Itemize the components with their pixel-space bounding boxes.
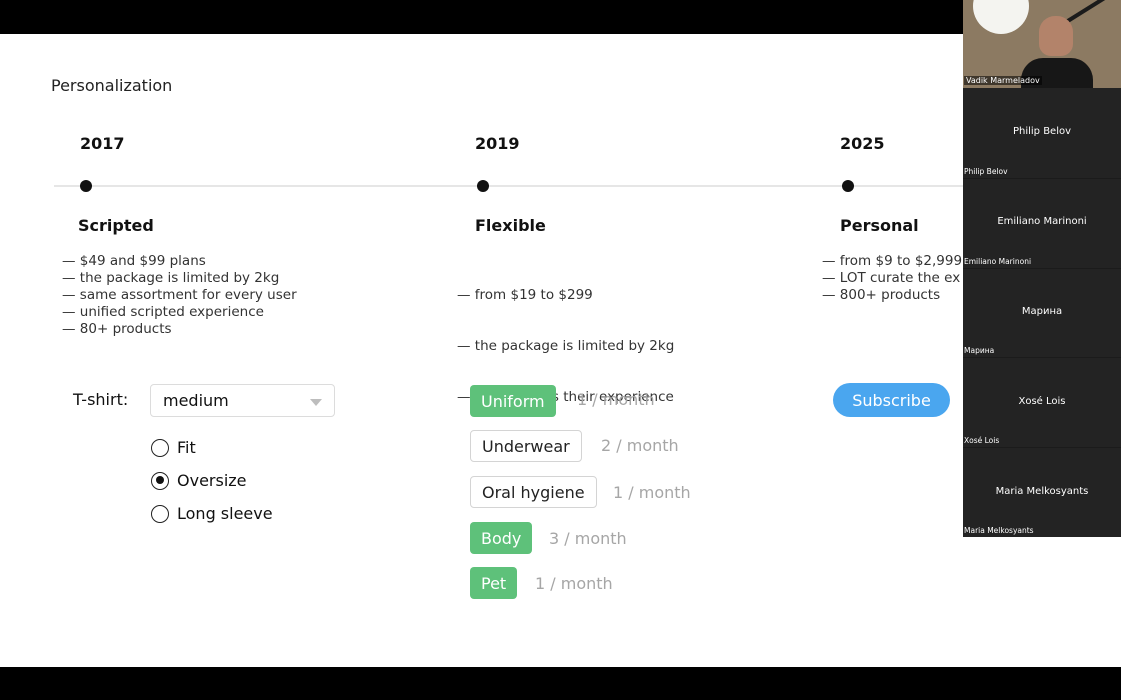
participant-label: Emiliano Marinoni [964, 257, 1032, 266]
radio-circle-icon [151, 438, 169, 457]
participant-label: Maria Melkosyants [964, 526, 1034, 535]
tshirt-label: T-shirt: [73, 390, 129, 409]
participant-name: Xosé Lois [1018, 396, 1066, 407]
frequency-label: 1 / month [613, 483, 691, 502]
participants-panel: Vadik Marmeladov Philip Belov Philip Bel… [963, 0, 1121, 537]
frequency-label: 1 / month [577, 390, 655, 409]
list-item: — $49 and $99 plans [62, 253, 206, 269]
select-value: medium [163, 391, 229, 410]
participant-label: Марина [964, 346, 995, 355]
participant-name: Emiliano Marinoni [997, 216, 1087, 227]
list-item: — from $19 to $299 [457, 287, 593, 303]
year-2025: 2025 [840, 134, 885, 153]
participant-video[interactable]: Vadik Marmeladov [963, 0, 1121, 88]
chevron-down-icon [310, 399, 322, 406]
timeline-line [54, 185, 963, 187]
category-underwear-tag[interactable]: Underwear [470, 430, 582, 462]
speaker-head-shape [1039, 16, 1073, 56]
category-body-tag[interactable]: Body [470, 522, 533, 554]
list-item: — unified scripted experience [62, 304, 264, 320]
timeline-dot [477, 180, 489, 192]
radio-oversize[interactable]: Oversize [151, 471, 247, 490]
stage-personal: Personal [840, 216, 919, 235]
participant-name: Philip Belov [1012, 126, 1072, 137]
radio-long-sleeve[interactable]: Long sleeve [151, 504, 273, 523]
personal-features: — from $9 to $2,999 — LOT curate the ex … [822, 253, 962, 304]
list-item: — LOT curate the ex [822, 270, 961, 286]
lamp-shape [973, 0, 1029, 34]
stage-flexible: Flexible [475, 216, 546, 235]
category-oral-hygiene-tag[interactable]: Oral hygiene [470, 476, 597, 508]
slide-title: Personalization [51, 76, 173, 95]
list-item: — the package is limited by 2kg [457, 338, 675, 354]
radio-label: Long sleeve [177, 504, 273, 523]
scripted-features: — $49 and $99 plans — the package is lim… [62, 253, 297, 338]
list-item: — same assortment for every user [62, 287, 297, 303]
radio-fit[interactable]: Fit [151, 438, 196, 457]
list-item: — from $9 to $2,999 [822, 253, 963, 269]
stage-scripted: Scripted [78, 216, 154, 235]
frequency-label: 2 / month [601, 436, 679, 455]
tile-divider [963, 178, 1121, 179]
tile-divider [963, 268, 1121, 269]
year-2019: 2019 [475, 134, 520, 153]
category-pet-tag[interactable]: Pet [470, 567, 518, 599]
category-uniform-tag[interactable]: Uniform [470, 385, 556, 417]
list-item: — the package is limited by 2kg [62, 270, 280, 286]
list-item: — 80+ products [62, 321, 172, 337]
presentation-slide: Personalization 2017 2019 2025 Scripted … [0, 34, 963, 667]
slide-edge [963, 537, 1121, 667]
radio-selected-icon [151, 471, 169, 490]
subscribe-button[interactable]: Subscribe [833, 383, 950, 417]
participant-name: Марина [1021, 306, 1063, 317]
meeting-top-bar [0, 0, 1121, 34]
frequency-label: 3 / month [549, 529, 627, 548]
tile-divider [963, 447, 1121, 448]
timeline-dot [80, 180, 92, 192]
tshirt-size-select[interactable]: medium [150, 384, 335, 417]
tile-divider [963, 357, 1121, 358]
radio-circle-icon [151, 504, 169, 523]
participant-label: Xosé Lois [964, 436, 1000, 445]
video-name-label: Vadik Marmeladov [964, 76, 1042, 85]
year-2017: 2017 [80, 134, 125, 153]
timeline-dot [842, 180, 854, 192]
meeting-bottom-bar [0, 667, 1121, 700]
radio-label: Oversize [177, 471, 247, 490]
participant-label: Philip Belov [964, 167, 1008, 176]
frequency-label: 1 / month [535, 574, 613, 593]
participant-name: Maria Melkosyants [995, 486, 1089, 497]
list-item: — 800+ products [822, 287, 941, 303]
radio-label: Fit [177, 438, 196, 457]
